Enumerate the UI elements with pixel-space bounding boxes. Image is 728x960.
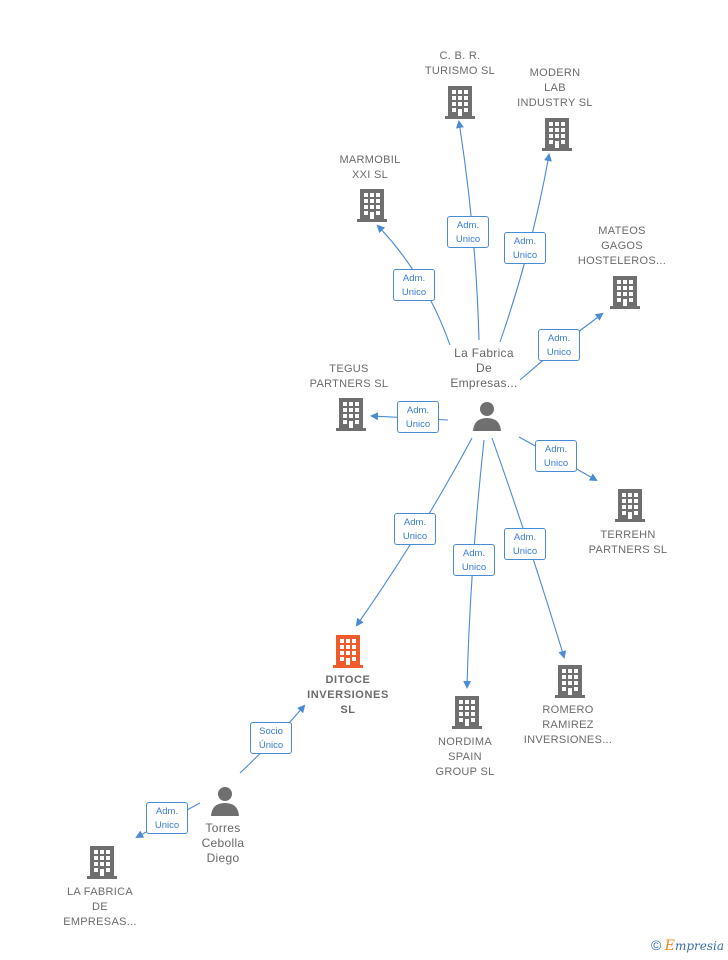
node-label-marmobil[interactable]: MARMOBIL XXI SL — [339, 154, 401, 181]
edge-badge-mateos: Adm.Unico — [538, 329, 580, 361]
node-label-torres-cebolla[interactable]: Torres Cebolla Diego — [201, 821, 245, 865]
brand-initial: E — [664, 938, 675, 954]
building-icon[interactable] — [554, 663, 586, 699]
copyright-symbol: © — [651, 937, 662, 953]
building-icon[interactable] — [444, 84, 476, 120]
person-icon[interactable] — [472, 400, 502, 432]
node-label-modern-lab[interactable]: MODERN LAB INDUSTRY SL — [517, 67, 593, 109]
node-label-la-fabrica-company[interactable]: LA FABRICA DE EMPRESAS... — [63, 886, 137, 928]
brand-name: mpresia — [674, 939, 724, 953]
building-icon[interactable] — [335, 396, 367, 432]
edge-badge-romero: Adm.Unico — [504, 528, 546, 560]
building-icon[interactable] — [614, 487, 646, 523]
building-icon[interactable] — [86, 844, 118, 880]
edge-badge-tegus: Adm.Unico — [397, 401, 439, 433]
node-label-la-fabrica-person[interactable]: La Fabrica De Empresas... — [450, 346, 518, 390]
empresia-logo[interactable]: © Empresia — [651, 937, 724, 954]
edge-badge-ditoce: Adm.Unico — [394, 513, 436, 545]
node-label-mateos-gagos[interactable]: MATEOS GAGOS HOSTELEROS... — [577, 225, 667, 267]
node-label-ditoce[interactable]: DITOCE INVERSIONES SL — [307, 674, 389, 716]
node-label-nordima[interactable]: NORDIMA SPAIN GROUP SL — [435, 736, 495, 778]
edge-badge-modern: Adm.Unico — [504, 232, 546, 264]
node-label-romero-ramirez[interactable]: ROMERO RAMIREZ INVERSIONES... — [523, 704, 613, 746]
person-icon[interactable] — [210, 785, 240, 817]
edge-badge-nordima: Adm.Unico — [453, 544, 495, 576]
building-icon[interactable] — [541, 116, 573, 152]
edge-badge-fabrica-company: Adm.Unico — [146, 802, 188, 834]
building-icon[interactable] — [609, 274, 641, 310]
edge-badge-cbr: Adm.Unico — [447, 216, 489, 248]
node-label-terrehn[interactable]: TERREHN PARTNERS SL — [588, 529, 668, 556]
focus-building-icon[interactable] — [332, 633, 364, 669]
node-label-cbr-turismo[interactable]: C. B. R. TURISMO SL — [424, 50, 496, 77]
node-label-tegus[interactable]: TEGUS PARTNERS SL — [309, 363, 389, 390]
building-icon[interactable] — [451, 694, 483, 730]
edge-badge-terrehn: Adm.Unico — [535, 440, 577, 472]
building-icon[interactable] — [356, 187, 388, 223]
edge-badge-marmobil: Adm.Unico — [393, 269, 435, 301]
